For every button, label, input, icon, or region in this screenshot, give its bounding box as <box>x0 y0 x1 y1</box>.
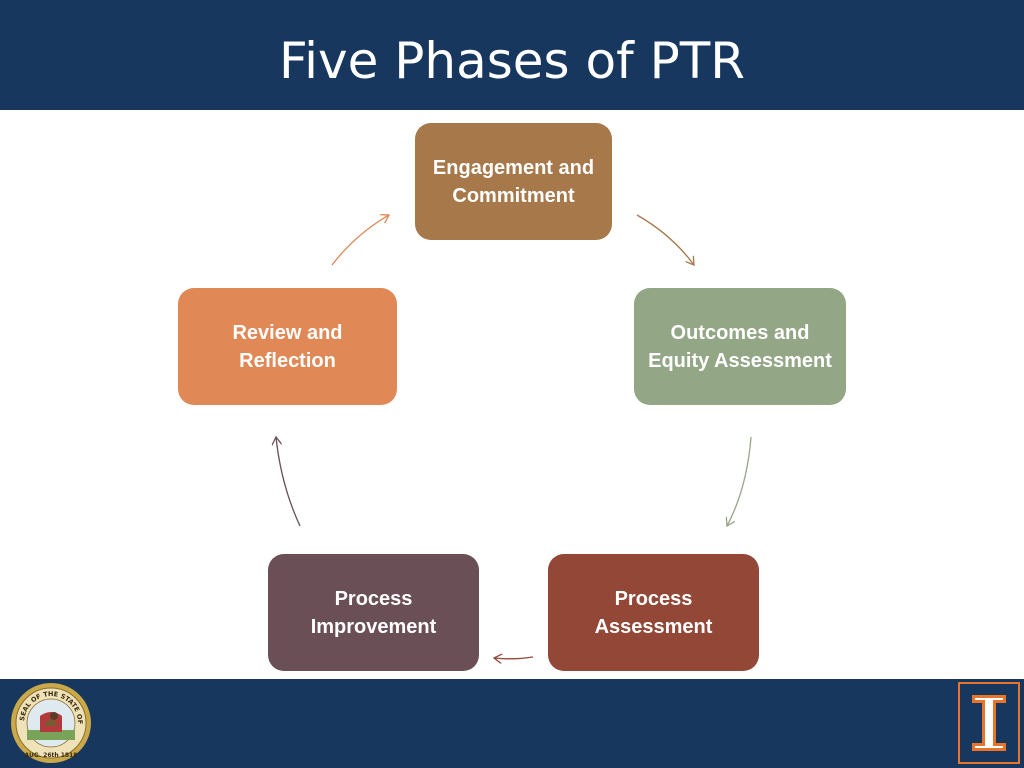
phase-label: Review and Reflection <box>232 321 343 372</box>
arrow-improvement-to-review <box>276 437 301 527</box>
block-i-logo-icon <box>958 682 1020 764</box>
state-seal-icon: SEAL OF THE STATE OF ILLINOIS AUG. 26th … <box>10 682 91 763</box>
arrow-review-to-engagement <box>331 215 389 266</box>
arrow-process-assessment-to-improvement <box>494 657 534 659</box>
phase-label: Process Assessment <box>594 587 713 638</box>
phase-label: Process Improvement <box>310 587 437 638</box>
seal-date: AUG. 26th 1818 <box>25 752 78 759</box>
header-band: Five Phases of PTR <box>0 0 1024 110</box>
footer-band <box>0 679 1024 768</box>
arrow-engagement-to-outcomes <box>636 214 694 265</box>
phase-label: Engagement and Commitment <box>432 156 595 207</box>
slide-title: Five Phases of PTR <box>278 32 745 90</box>
phase-process-improvement: Process Improvement <box>268 554 479 671</box>
phase-review-reflection: Review and Reflection <box>178 288 397 405</box>
phase-process-assessment: Process Assessment <box>548 554 759 671</box>
phase-engagement-commitment: Engagement and Commitment <box>415 123 612 240</box>
phase-label: Outcomes and Equity Assessment <box>648 321 832 372</box>
phase-outcomes-equity-assessment: Outcomes and Equity Assessment <box>634 288 846 405</box>
arrow-outcomes-to-process-assessment <box>727 436 752 526</box>
